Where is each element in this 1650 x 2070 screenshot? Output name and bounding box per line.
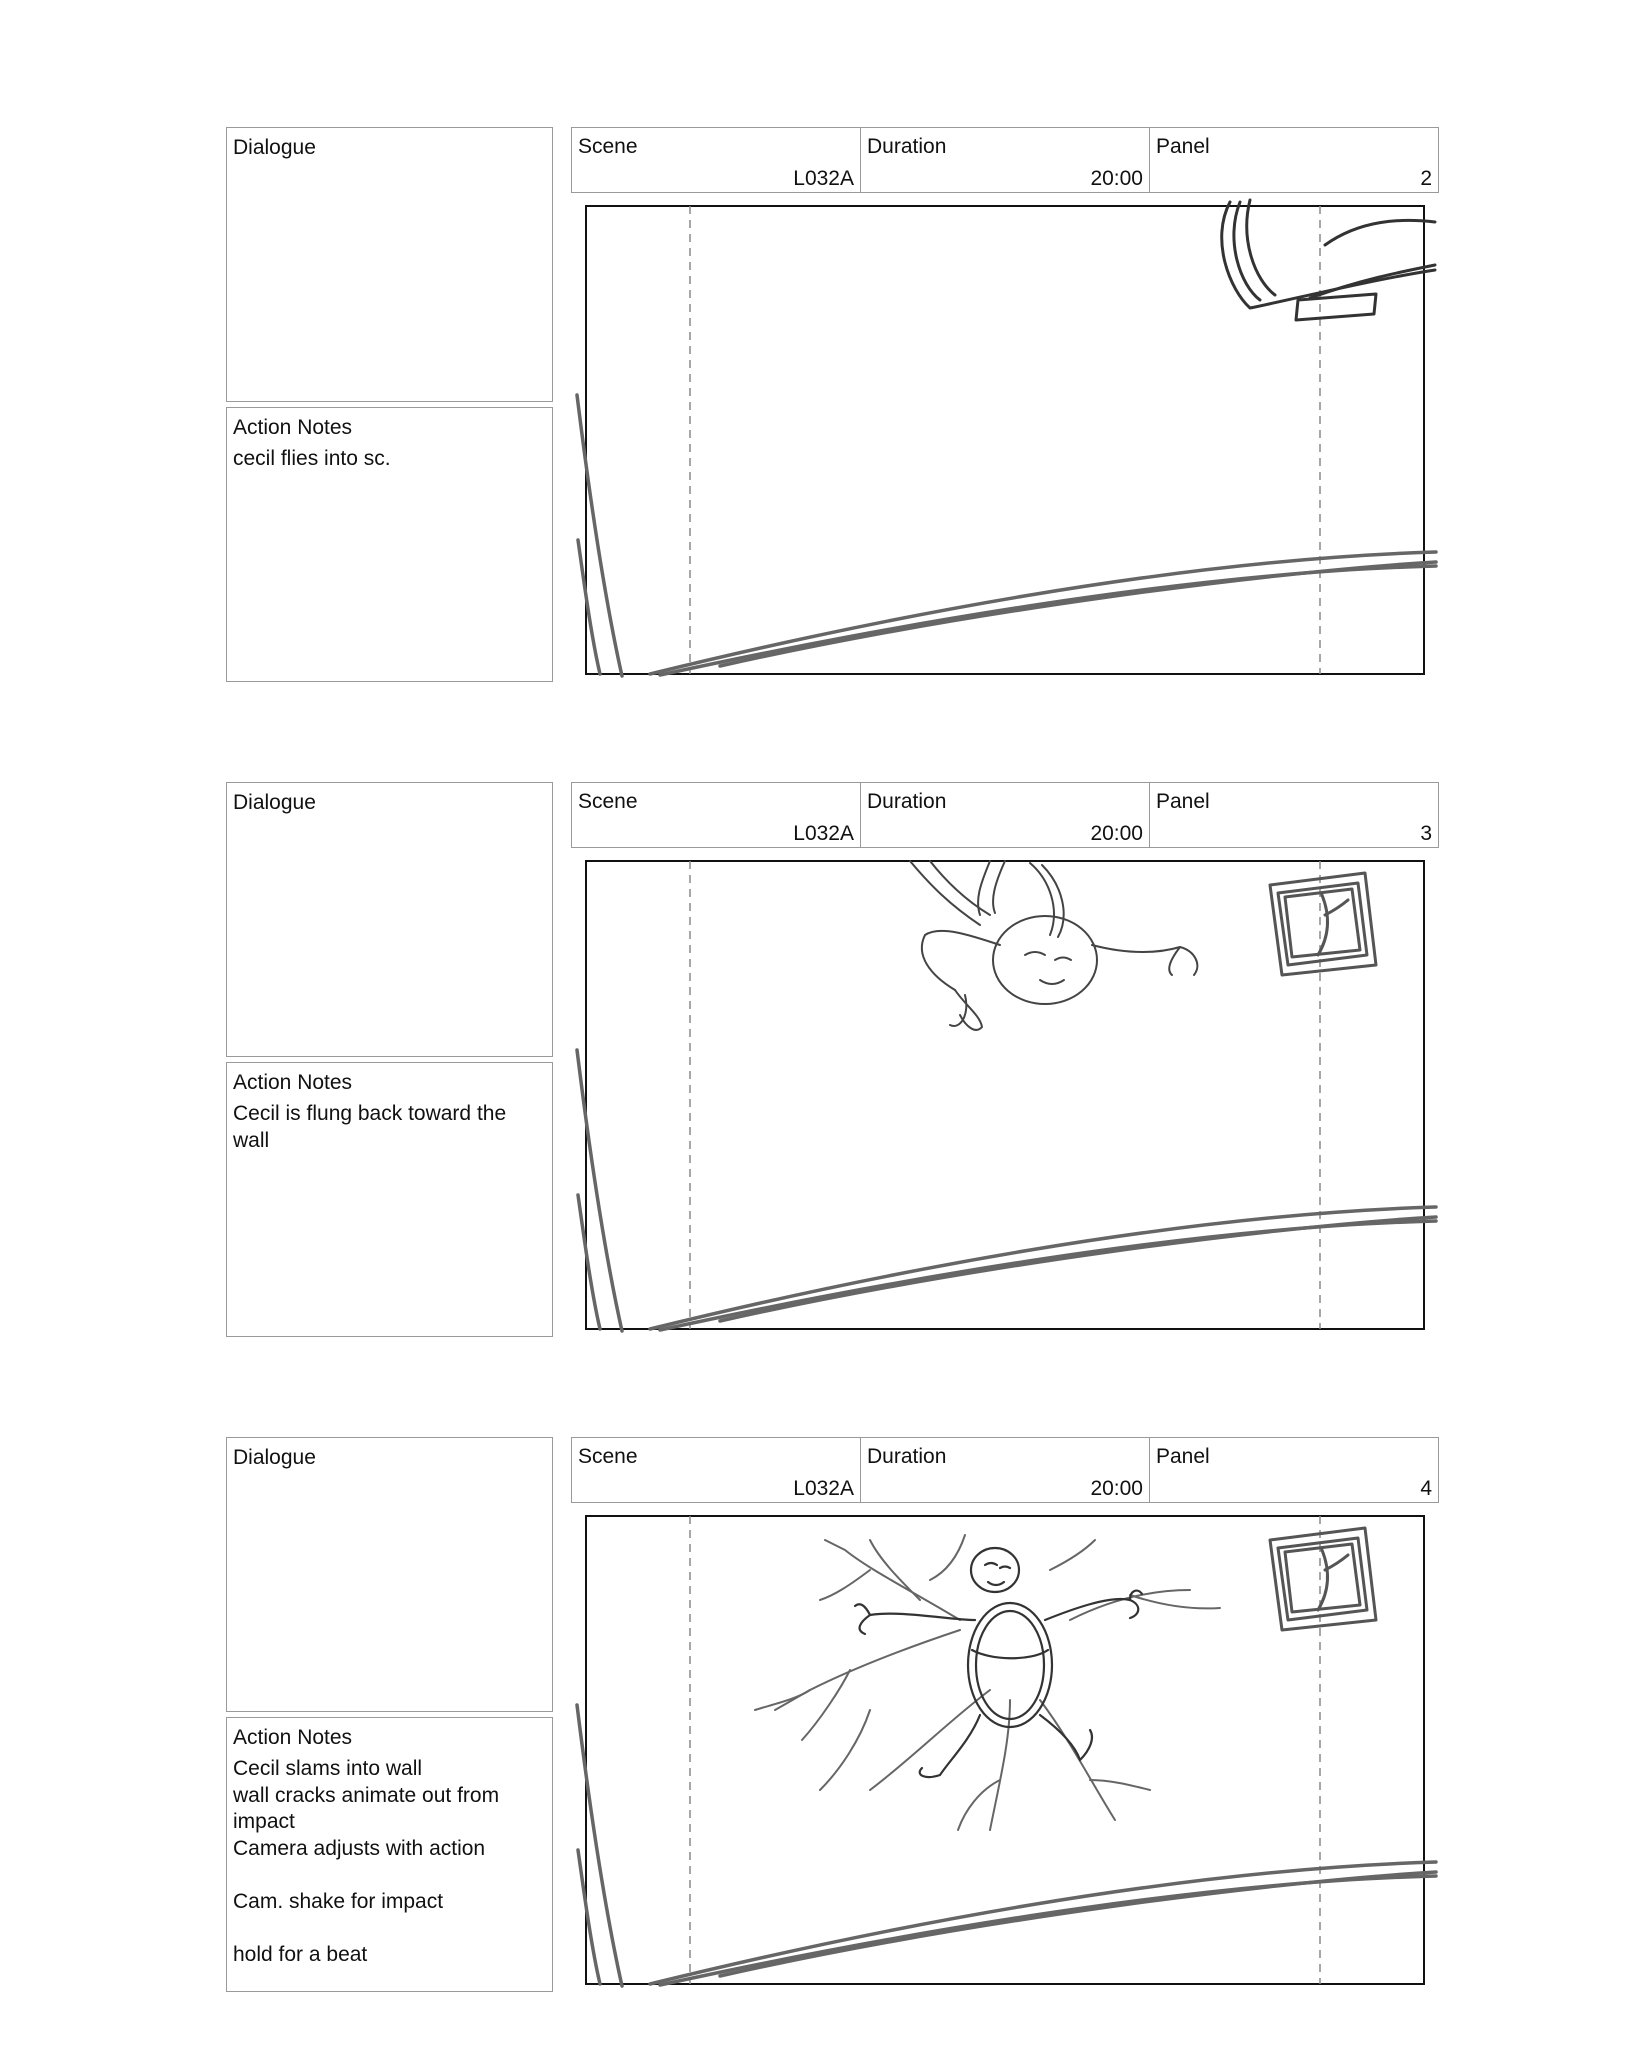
panel-number: 2 bbox=[1420, 167, 1432, 190]
wall-floor-lines bbox=[575, 1703, 1438, 1988]
duration-cell[interactable]: Duration 20:00 bbox=[860, 127, 1150, 193]
panel-sketch-frame bbox=[575, 198, 1438, 678]
scene-value: L032A bbox=[793, 822, 854, 845]
panel-sketch-frame bbox=[575, 1515, 1438, 1988]
dialogue-box[interactable]: Dialogue bbox=[226, 127, 553, 402]
scene-value: L032A bbox=[793, 1477, 854, 1500]
dialogue-label: Dialogue bbox=[233, 136, 316, 159]
scene-cell[interactable]: Scene L032A bbox=[571, 127, 861, 193]
panel-label: Panel bbox=[1156, 790, 1210, 813]
action-notes-box[interactable]: Action Notes Cecil is flung back toward … bbox=[226, 1062, 553, 1337]
action-notes-label: Action Notes bbox=[233, 416, 353, 439]
duration-label: Duration bbox=[867, 790, 947, 813]
wall-cracks-sketch bbox=[754, 1534, 1221, 1831]
action-notes-text: Cecil slams into wall wall cracks animat… bbox=[233, 1757, 500, 1966]
scene-label: Scene bbox=[578, 790, 638, 813]
cecil-foot-sketch bbox=[1220, 198, 1437, 322]
dialogue-box[interactable]: Dialogue bbox=[226, 782, 553, 1057]
panel-number-cell[interactable]: Panel 3 bbox=[1149, 782, 1439, 848]
action-notes-text: cecil flies into sc. bbox=[233, 447, 391, 470]
action-notes-label: Action Notes bbox=[233, 1071, 353, 1094]
dialogue-label: Dialogue bbox=[233, 791, 316, 814]
wall-picture-frame-sketch bbox=[1268, 1526, 1378, 1632]
panel-sketch-frame bbox=[575, 860, 1438, 1333]
action-notes-box[interactable]: Action Notes cecil flies into sc. bbox=[226, 407, 553, 682]
cecil-flung-sketch bbox=[909, 860, 1199, 1031]
scene-label: Scene bbox=[578, 1445, 638, 1468]
wall-floor-lines bbox=[575, 1048, 1438, 1333]
storyboard-panel-2: Dialogue Action Notes cecil flies into s… bbox=[0, 0, 1650, 682]
duration-cell[interactable]: Duration 20:00 bbox=[860, 782, 1150, 848]
cecil-impact-sketch bbox=[853, 1546, 1144, 1779]
frame-border bbox=[585, 1515, 1425, 1985]
action-notes-label: Action Notes bbox=[233, 1726, 353, 1749]
dialogue-label: Dialogue bbox=[233, 1446, 316, 1469]
duration-label: Duration bbox=[867, 135, 947, 158]
scene-value: L032A bbox=[793, 167, 854, 190]
scene-label: Scene bbox=[578, 135, 638, 158]
wall-picture-frame-sketch bbox=[1268, 871, 1378, 977]
action-notes-box[interactable]: Action Notes Cecil slams into wall wall … bbox=[226, 1717, 553, 1992]
panel-number: 4 bbox=[1420, 1477, 1432, 1500]
panel-label: Panel bbox=[1156, 135, 1210, 158]
wall-floor-lines bbox=[575, 393, 1438, 678]
panel-number-cell[interactable]: Panel 2 bbox=[1149, 127, 1439, 193]
storyboard-panel-3: Dialogue Action Notes Cecil is flung bac… bbox=[0, 655, 1650, 1337]
storyboard-panel-4: Dialogue Action Notes Cecil slams into w… bbox=[0, 1310, 1650, 1992]
duration-value: 20:00 bbox=[1090, 1477, 1143, 1500]
duration-value: 20:00 bbox=[1090, 822, 1143, 845]
panel-number-cell[interactable]: Panel 4 bbox=[1149, 1437, 1439, 1503]
dialogue-box[interactable]: Dialogue bbox=[226, 1437, 553, 1712]
action-notes-text: Cecil is flung back toward the wall bbox=[233, 1102, 507, 1152]
duration-value: 20:00 bbox=[1090, 167, 1143, 190]
duration-cell[interactable]: Duration 20:00 bbox=[860, 1437, 1150, 1503]
scene-cell[interactable]: Scene L032A bbox=[571, 782, 861, 848]
scene-cell[interactable]: Scene L032A bbox=[571, 1437, 861, 1503]
frame-border bbox=[585, 205, 1425, 675]
panel-label: Panel bbox=[1156, 1445, 1210, 1468]
duration-label: Duration bbox=[867, 1445, 947, 1468]
panel-number: 3 bbox=[1420, 822, 1432, 845]
